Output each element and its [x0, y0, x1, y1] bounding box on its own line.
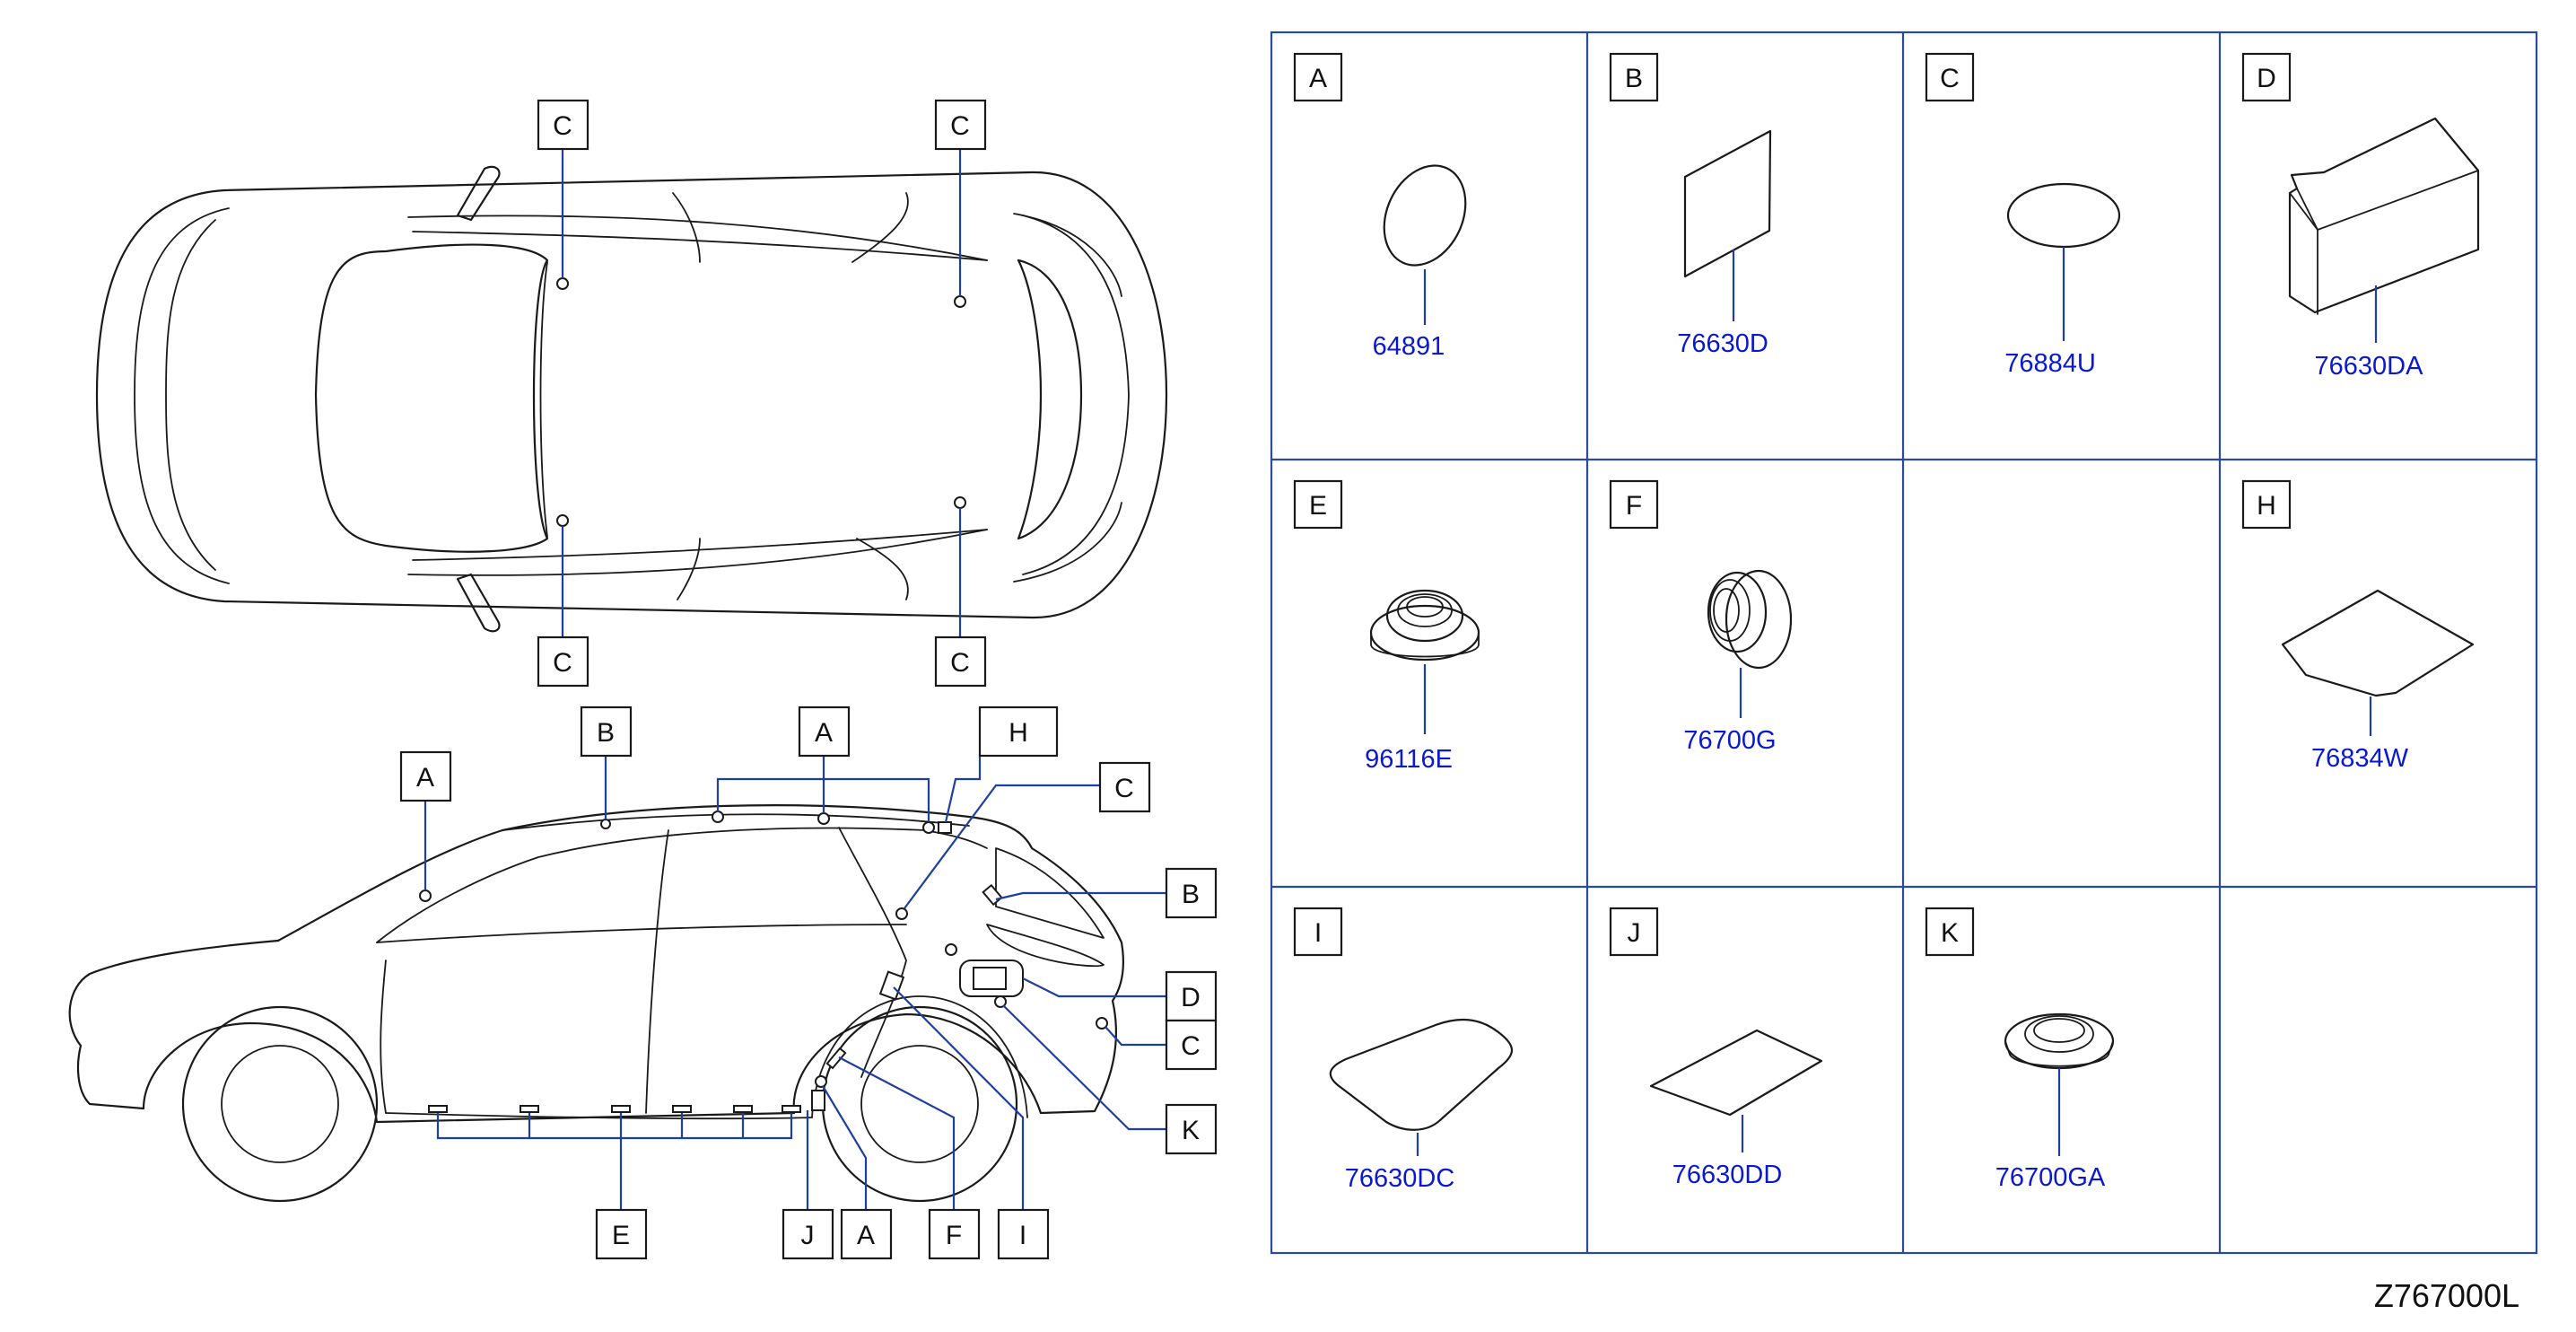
callout-c-rear: C: [1165, 1019, 1218, 1071]
callout-i: I: [997, 1208, 1050, 1260]
svg-text:E: E: [612, 1221, 630, 1250]
foam-block-icon: [2288, 117, 2480, 315]
svg-text:D: D: [2257, 64, 2276, 93]
svg-text:K: K: [1941, 918, 1959, 948]
svg-text:H: H: [2257, 491, 2276, 521]
svg-text:A: A: [416, 763, 434, 793]
callout-b-hatch: B: [1165, 867, 1218, 919]
svg-text:76700G: 76700G: [1683, 726, 1776, 755]
svg-text:F: F: [1626, 491, 1642, 521]
callout-j: J: [782, 1208, 834, 1260]
table-cell-k: K 76700GA: [1925, 907, 2115, 1192]
svg-text:B: B: [1625, 64, 1643, 93]
svg-text:I: I: [1019, 1221, 1026, 1250]
table-cell-i: I 76630DC: [1293, 907, 1514, 1193]
svg-text:I: I: [1314, 918, 1322, 948]
round-patch-icon: [2006, 182, 2121, 249]
table-cell-d: D 76630DA: [2241, 52, 2480, 381]
svg-text:J: J: [801, 1221, 815, 1250]
cap-plug-icon: [2004, 1012, 2115, 1070]
callout-e: E: [595, 1208, 648, 1260]
svg-text:96116E: 96116E: [1365, 745, 1453, 774]
callout-c-front-right: C: [537, 635, 589, 688]
svg-text:76884U: 76884U: [2004, 349, 2096, 378]
table-cell-f: F 76700G: [1609, 479, 1793, 755]
table-cell-b: B 76630D: [1609, 52, 1772, 358]
svg-text:C: C: [950, 111, 970, 141]
svg-text:E: E: [1309, 491, 1327, 521]
callout-a-roof-rear: A: [798, 705, 851, 758]
diamond-pad-icon: [2281, 589, 2475, 697]
svg-text:76630D: 76630D: [1677, 329, 1768, 358]
table-cell-a: A 64891: [1293, 52, 1467, 361]
svg-text:C: C: [1181, 1031, 1201, 1061]
svg-text:C: C: [553, 648, 572, 678]
table-cell-j: J 76630DD: [1609, 907, 1823, 1189]
svg-text:B: B: [597, 718, 615, 748]
tall-grommet-icon: [1707, 569, 1793, 670]
oval-plug-icon: [1383, 164, 1467, 267]
rounded-pad-icon: [1329, 1018, 1514, 1131]
callout-a-wheel: A: [840, 1208, 893, 1260]
svg-text:A: A: [1309, 64, 1327, 93]
callout-c-rear-right: C: [934, 635, 987, 688]
table-cell-c: C 76884U: [1925, 52, 2121, 378]
parts-table: A 64891 B 76630D C 76884U D: [1270, 31, 2538, 1255]
callout-h: H: [978, 705, 1059, 758]
svg-text:J: J: [1628, 918, 1641, 948]
callout-c-quarter: C: [1098, 761, 1151, 813]
car-side-view: A B A H C B D C: [68, 705, 1218, 1260]
svg-text:H: H: [1009, 718, 1028, 748]
drawing-code: Z767000L: [2374, 1277, 2519, 1314]
table-cell-e: E 96116E: [1293, 479, 1480, 774]
svg-text:C: C: [950, 648, 970, 678]
callout-b-roof: B: [580, 705, 633, 758]
callout-a-roof-front: A: [399, 750, 452, 802]
callout-k: K: [1165, 1103, 1218, 1155]
square-pad-icon: [1683, 129, 1772, 278]
car-top-view: C C C C: [95, 99, 1168, 688]
table-cell-h: H 76834W: [2241, 479, 2475, 773]
callout-f: F: [928, 1208, 981, 1260]
svg-text:76630DA: 76630DA: [2315, 352, 2424, 381]
svg-text:D: D: [1181, 983, 1201, 1012]
svg-text:F: F: [946, 1221, 962, 1250]
svg-text:76630DC: 76630DC: [1345, 1164, 1455, 1193]
grommet-icon: [1369, 589, 1480, 662]
svg-text:76700GA: 76700GA: [1995, 1163, 2106, 1192]
svg-text:76630DD: 76630DD: [1672, 1161, 1783, 1189]
svg-text:C: C: [1940, 64, 1960, 93]
svg-text:C: C: [553, 111, 572, 141]
callout-c-rear-left: C: [934, 99, 987, 151]
svg-text:A: A: [815, 718, 833, 748]
svg-text:K: K: [1182, 1116, 1200, 1145]
svg-text:64891: 64891: [1373, 332, 1445, 361]
svg-text:C: C: [1114, 774, 1134, 803]
flat-sheet-icon: [1649, 1029, 1823, 1117]
callout-c-front-left: C: [537, 99, 589, 151]
svg-text:B: B: [1182, 880, 1200, 909]
svg-text:A: A: [857, 1221, 875, 1250]
svg-text:76834W: 76834W: [2311, 744, 2409, 773]
callout-d: D: [1165, 970, 1218, 1022]
